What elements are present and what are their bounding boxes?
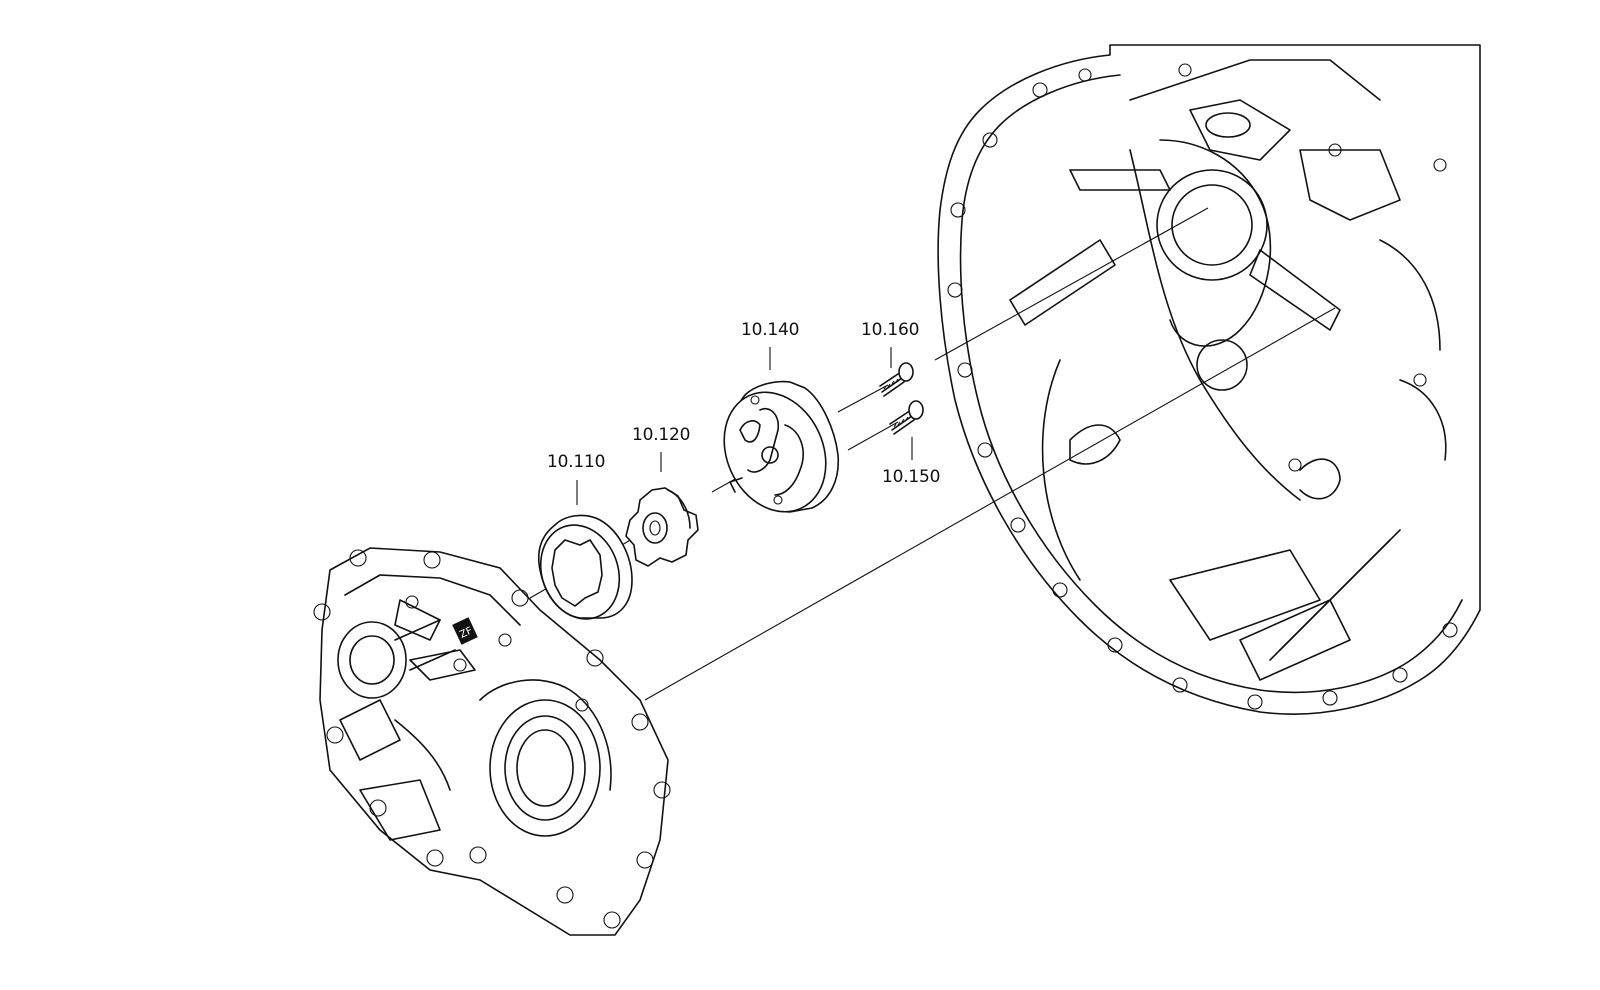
- callout-10160: 10.160: [861, 320, 920, 340]
- screw-10160: [879, 362, 914, 397]
- callout-10120: 10.120: [632, 425, 691, 445]
- housing-tag-text: ZF: [458, 625, 474, 640]
- callout-leaders: [576, 347, 913, 505]
- pump-housing-10140: [723, 380, 840, 513]
- callout-10110: 10.110: [547, 452, 606, 472]
- assembly-lines: [529, 207, 1336, 701]
- front-cover: ZF: [313, 547, 671, 936]
- callout-10150: 10.150: [882, 467, 941, 487]
- inner-rotor-10120: [625, 487, 699, 567]
- bell-housing: [937, 44, 1481, 715]
- screw-10150: [889, 400, 924, 435]
- callout-10140: 10.140: [741, 320, 800, 340]
- housing-tag: ZF: [452, 617, 478, 645]
- outer-rotor-10110: [538, 514, 633, 620]
